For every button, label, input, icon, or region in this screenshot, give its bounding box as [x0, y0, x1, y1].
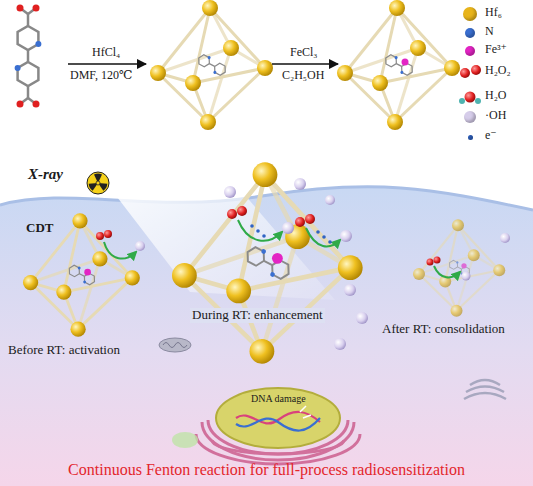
legend-swatch — [464, 111, 476, 123]
figure-caption: Continuous Fenton reaction for full-proc… — [68, 461, 465, 479]
vesicle — [172, 432, 198, 448]
mitochondrion — [159, 338, 191, 352]
hydrogen-peroxide — [96, 206, 441, 266]
linker-molecule — [15, 5, 42, 108]
stage-label: After RT: consolidation — [382, 322, 505, 337]
reagent-label: FeCl₃ — [290, 46, 318, 60]
damage-label: DNA damage — [251, 393, 306, 405]
legend-text: H₂O₂ — [485, 64, 511, 78]
legend-shape-swatches — [459, 65, 481, 104]
hf-cluster — [150, 0, 273, 130]
cluster-after-rt — [413, 219, 505, 317]
cluster-before-rt — [23, 213, 140, 337]
golgi-apparatus — [464, 380, 506, 399]
hydroxyl-radical — [135, 178, 510, 350]
legend-swatch — [468, 135, 473, 140]
electron — [250, 224, 332, 244]
reaction-arrow — [68, 63, 146, 65]
therapy-label: CDT — [26, 221, 53, 236]
radiation-symbol — [87, 172, 109, 194]
dna-strand — [236, 406, 320, 431]
cell-nucleus — [216, 388, 340, 448]
reaction-arrow — [104, 220, 460, 277]
stage-label: Before RT: activation — [8, 343, 120, 358]
legend-swatch — [463, 7, 477, 21]
legend-text: Fe³⁺ — [485, 43, 507, 57]
legend-text: Hf₆ — [485, 6, 502, 20]
condition-label: DMF, 120℃ — [70, 69, 132, 83]
reaction-arrow — [272, 63, 338, 65]
legend-text: H₂O — [485, 89, 507, 103]
legend-swatch — [465, 46, 475, 56]
cluster-during-rt — [172, 162, 363, 364]
cell-membrane — [0, 187, 533, 210]
legend-text: ·OH — [485, 109, 506, 123]
stage-label: During RT: enhancement — [190, 308, 325, 323]
fe-hf-cluster — [337, 0, 460, 130]
legend-text: N — [485, 25, 494, 39]
radiation-label: X-ray — [28, 166, 63, 183]
solvent-label: C₂H₅OH — [282, 69, 324, 83]
reagent-label: HfCl₄ — [92, 46, 120, 60]
legend-text: e⁻ — [485, 129, 497, 143]
legend-swatch — [465, 28, 475, 38]
